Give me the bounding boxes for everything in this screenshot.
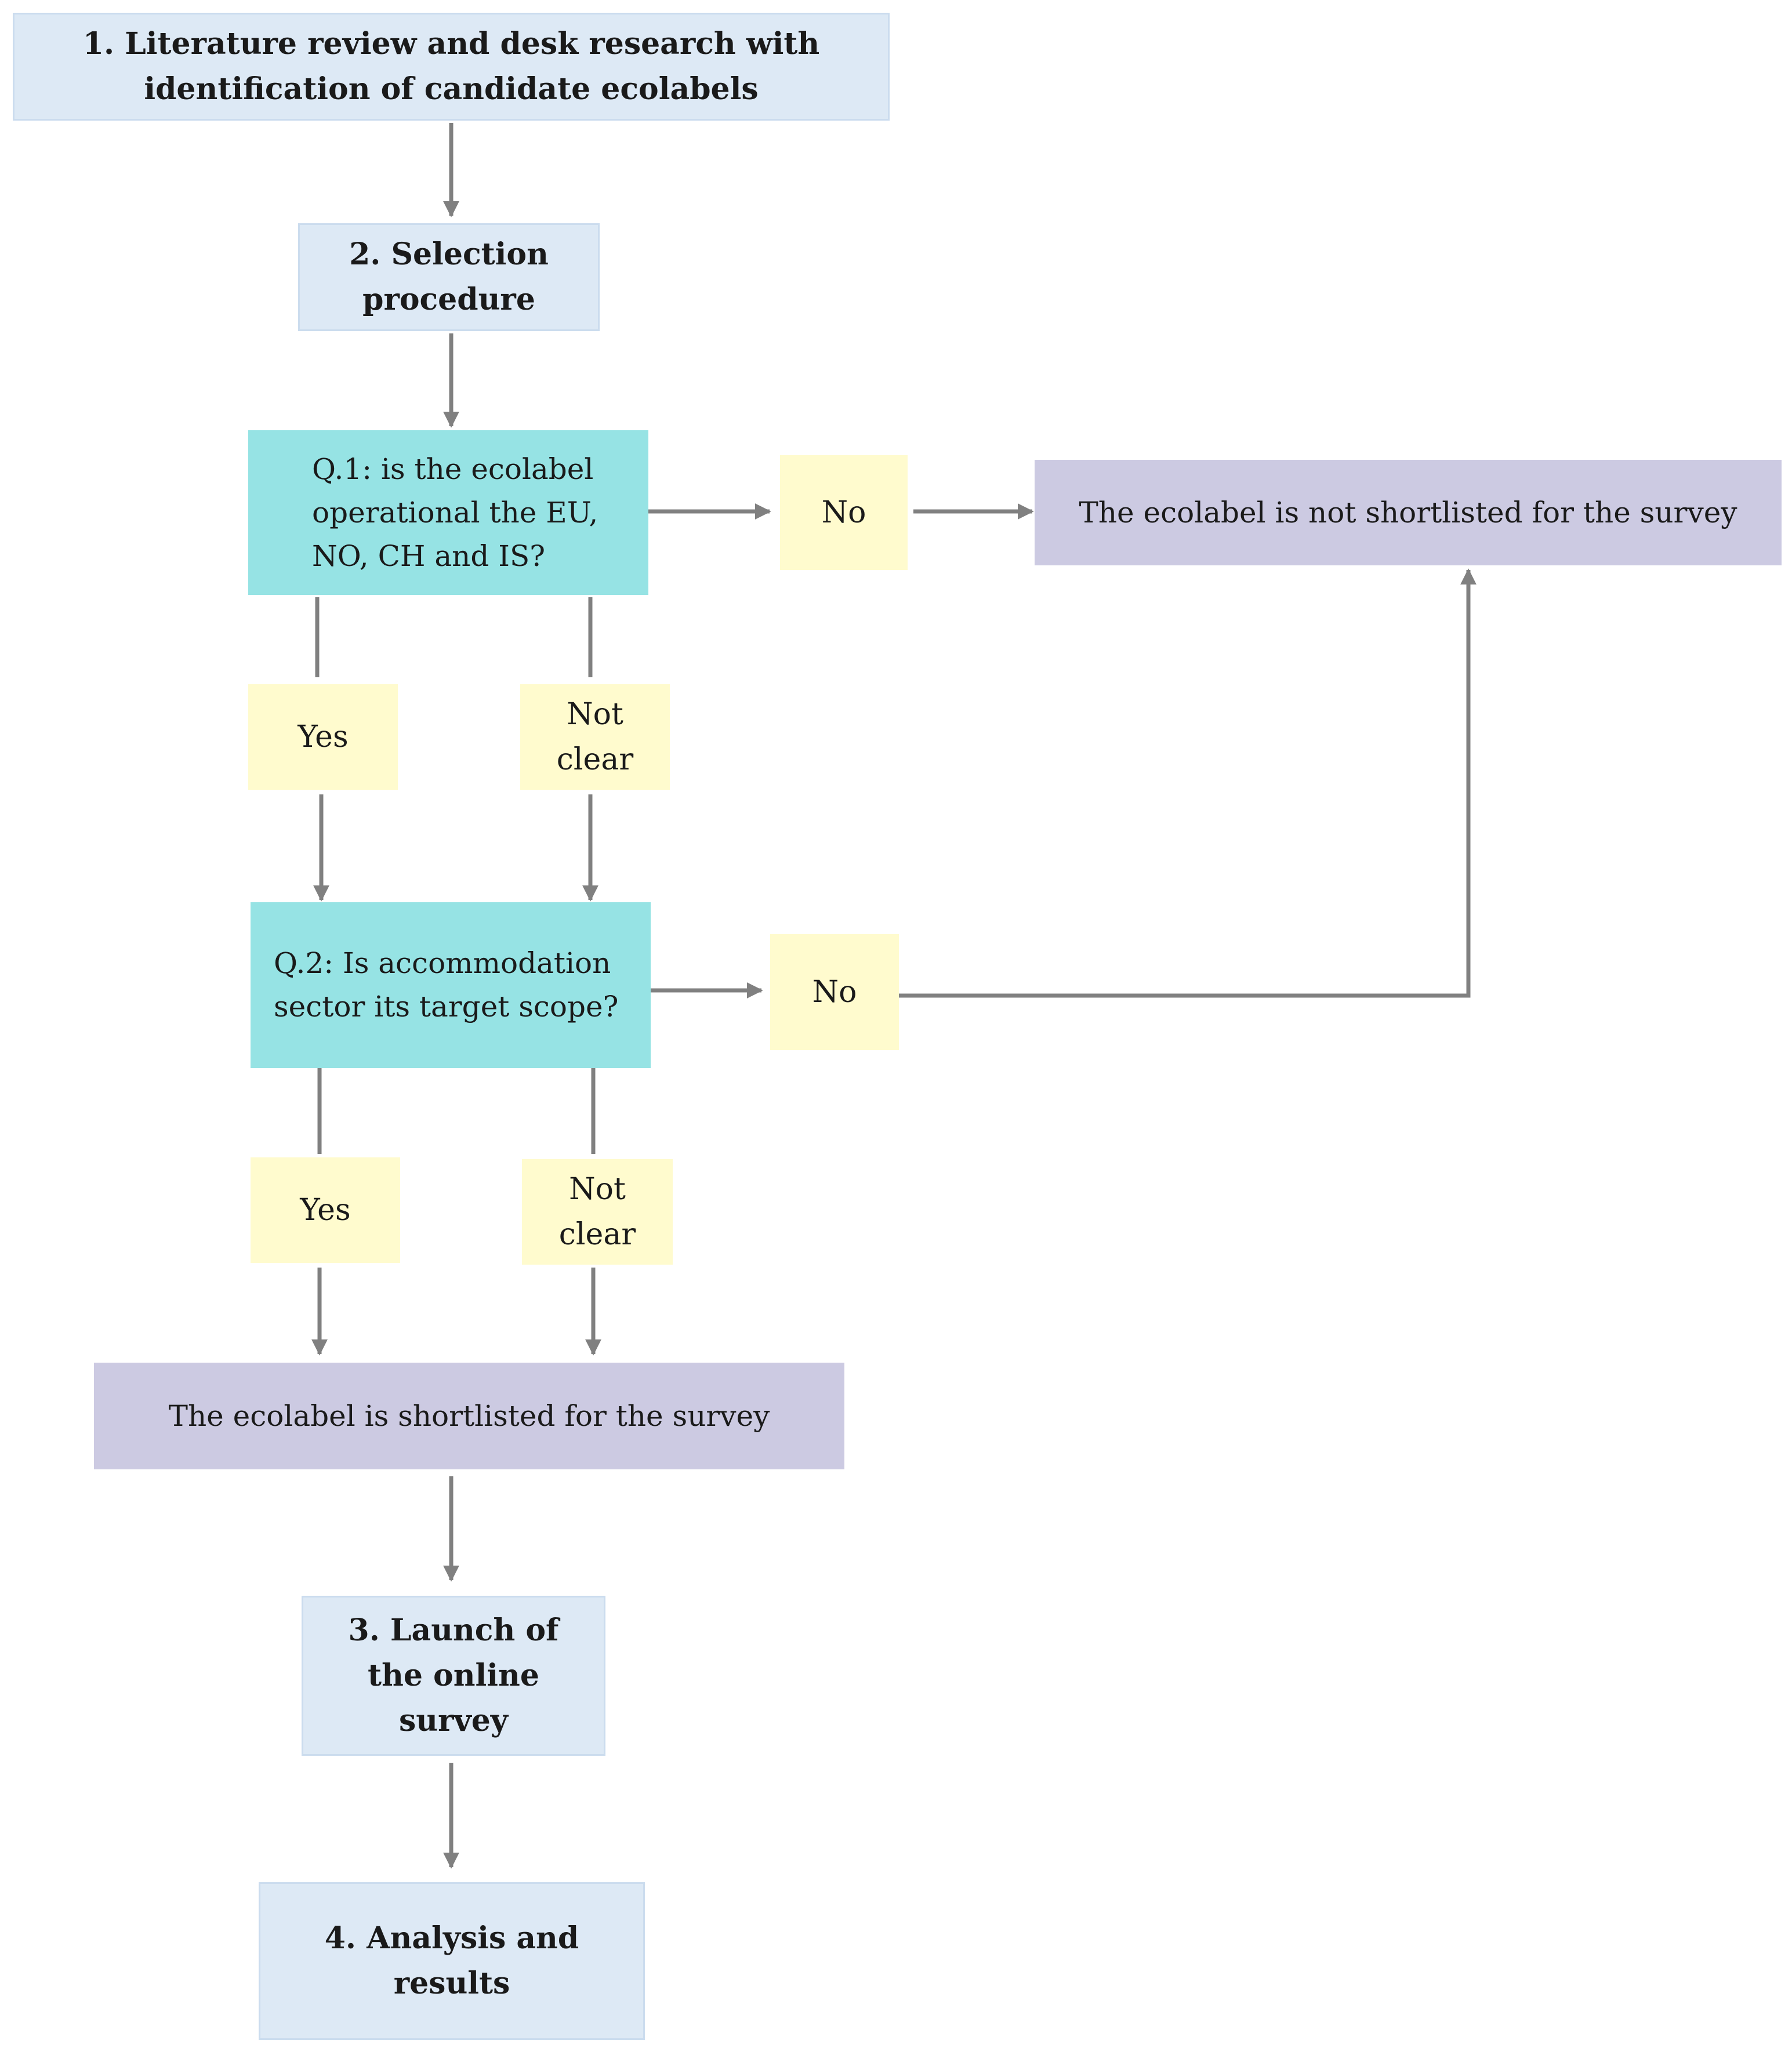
step-3-label: 3. Launch of the online survey [348, 1613, 559, 1738]
question-1-operational: Q.1: is the ecolabel operational the EU,… [248, 430, 648, 595]
q1-answer-no-label: No [821, 495, 866, 530]
q2-answer-not-clear-label: Not clear [558, 1172, 636, 1252]
q2-answer-not-clear: Not clear [522, 1159, 673, 1265]
step-4-analysis-results: 4. Analysis and results [259, 1882, 645, 2040]
q1-answer-not-clear: Not clear [520, 684, 670, 790]
question-2-accommodation-scope: Q.2: Is accommodation sector its target … [251, 902, 651, 1068]
step-1-label: 1. Literature review and desk research w… [82, 26, 820, 107]
q1-answer-yes-label: Yes [298, 720, 349, 754]
q2-answer-no-label: No [812, 975, 857, 1010]
outcome-not-shortlisted-label: The ecolabel is not shortlisted for the … [1079, 495, 1737, 529]
arrow-no-to-not-shortlisted-loop [899, 568, 1477, 998]
step-1-literature-review: 1. Literature review and desk research w… [13, 13, 890, 121]
step-2-selection-procedure: 2. Selection procedure [298, 223, 600, 331]
question-1-label: Q.1: is the ecolabel operational the EU,… [312, 452, 598, 573]
q2-answer-yes: Yes [251, 1157, 400, 1263]
outcome-shortlisted: The ecolabel is shortlisted for the surv… [94, 1363, 844, 1469]
step-2-label: 2. Selection procedure [349, 237, 549, 317]
question-2-label: Q.2: Is accommodation sector its target … [274, 946, 619, 1023]
q1-answer-yes: Yes [248, 684, 398, 790]
outcome-shortlisted-label: The ecolabel is shortlisted for the surv… [168, 1399, 770, 1433]
q1-answer-not-clear-label: Not clear [556, 697, 634, 777]
outcome-not-shortlisted: The ecolabel is not shortlisted for the … [1035, 460, 1782, 565]
step-3-launch-survey: 3. Launch of the online survey [302, 1596, 605, 1756]
q2-answer-yes-label: Yes [300, 1193, 351, 1228]
q2-answer-no: No [770, 934, 899, 1050]
step-4-label: 4. Analysis and results [324, 1920, 579, 2001]
q1-answer-no: No [780, 455, 908, 570]
